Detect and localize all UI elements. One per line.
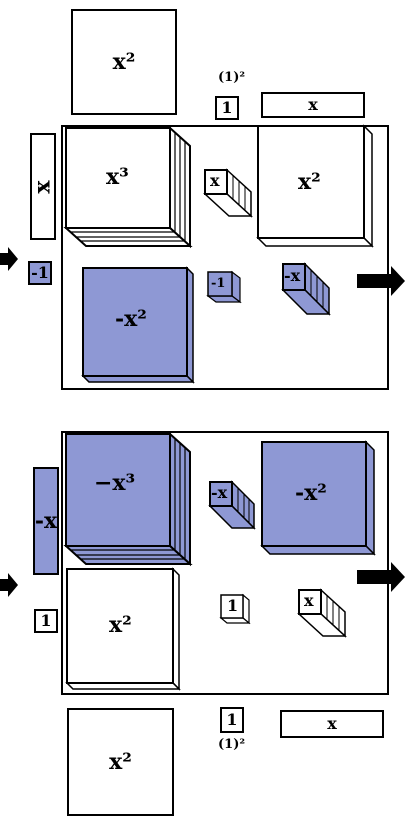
- bottom-frame: [61, 431, 389, 695]
- bottom-neg-x-vertical-tile: -x: [33, 467, 59, 575]
- top-left-arrow: [0, 247, 18, 271]
- top-x-label: x: [308, 95, 318, 114]
- top-neg-x-cube: -x: [281, 262, 331, 316]
- bottom-x-squared-outer-tile: x²: [67, 708, 174, 816]
- bottom-one-cube-label: 1: [227, 596, 239, 615]
- top-x-vertical-label: x: [30, 179, 56, 194]
- bottom-neg-x-vertical-label: -x: [34, 508, 58, 534]
- top-neg-x-squared-label: -x²: [115, 306, 147, 332]
- top-x-cubed-label: x³: [106, 164, 129, 190]
- bottom-neg-x-cubed-cube: −x³: [63, 431, 193, 567]
- bottom-one-cube: 1: [219, 593, 251, 625]
- bottom-x-squared-outer-label: x²: [109, 749, 132, 775]
- bottom-x-squared-tile: x²: [65, 567, 181, 691]
- top-right-arrow: [357, 266, 405, 296]
- bottom-left-arrow: [0, 573, 18, 597]
- bottom-neg-x-cubed-label: −x³: [94, 470, 136, 496]
- bottom-one-small-tile: 1: [34, 609, 58, 633]
- top-x-squared-slab: x²: [256, 124, 374, 248]
- top-minus-one-tile: -1: [28, 261, 52, 285]
- bottom-one-tile: 1: [220, 707, 244, 733]
- top-neg-x-squared-slab: -x²: [81, 266, 195, 384]
- top-one-squared-caption: (1)²: [218, 70, 246, 85]
- bottom-x-cube: x: [297, 588, 347, 638]
- bottom-one-label: 1: [226, 710, 238, 729]
- top-one-tile: 1: [215, 96, 239, 120]
- bottom-one-squared-caption: (1)²: [218, 737, 246, 752]
- top-x-vertical-tile: x: [30, 133, 56, 240]
- top-minus-one-label: -1: [31, 263, 49, 282]
- top-neg-x-cube-label: -x: [284, 266, 301, 285]
- bottom-neg-x-squared-slab: -x²: [260, 440, 376, 556]
- top-one-label: 1: [221, 98, 233, 117]
- top-neg-one-cube: -1: [206, 270, 242, 304]
- top-x-tile: x: [261, 92, 365, 118]
- top-x-cube-label: x: [210, 171, 220, 190]
- bottom-x-squared-label: x²: [109, 612, 132, 638]
- top-x-squared-label: x²: [112, 49, 136, 75]
- bottom-x-tile: x: [280, 710, 384, 738]
- top-frame: [61, 125, 389, 390]
- bottom-x-label: x: [327, 714, 337, 733]
- top-x-cube: x: [203, 168, 253, 218]
- top-neg-one-cube-label: -1: [211, 276, 226, 291]
- bottom-neg-x-cube: -x: [208, 480, 256, 530]
- bottom-neg-x-squared-slab-label: -x²: [295, 480, 327, 506]
- top-x-squared-tile: x²: [71, 9, 177, 115]
- top-x-squared-slab-label: x²: [298, 169, 321, 195]
- top-x-cubed-cube: x³: [63, 125, 193, 249]
- bottom-x-cube-label: x: [304, 591, 314, 610]
- bottom-neg-x-cube-label: -x: [211, 483, 228, 502]
- bottom-right-arrow: [357, 562, 405, 592]
- bottom-one-small-label: 1: [40, 611, 52, 630]
